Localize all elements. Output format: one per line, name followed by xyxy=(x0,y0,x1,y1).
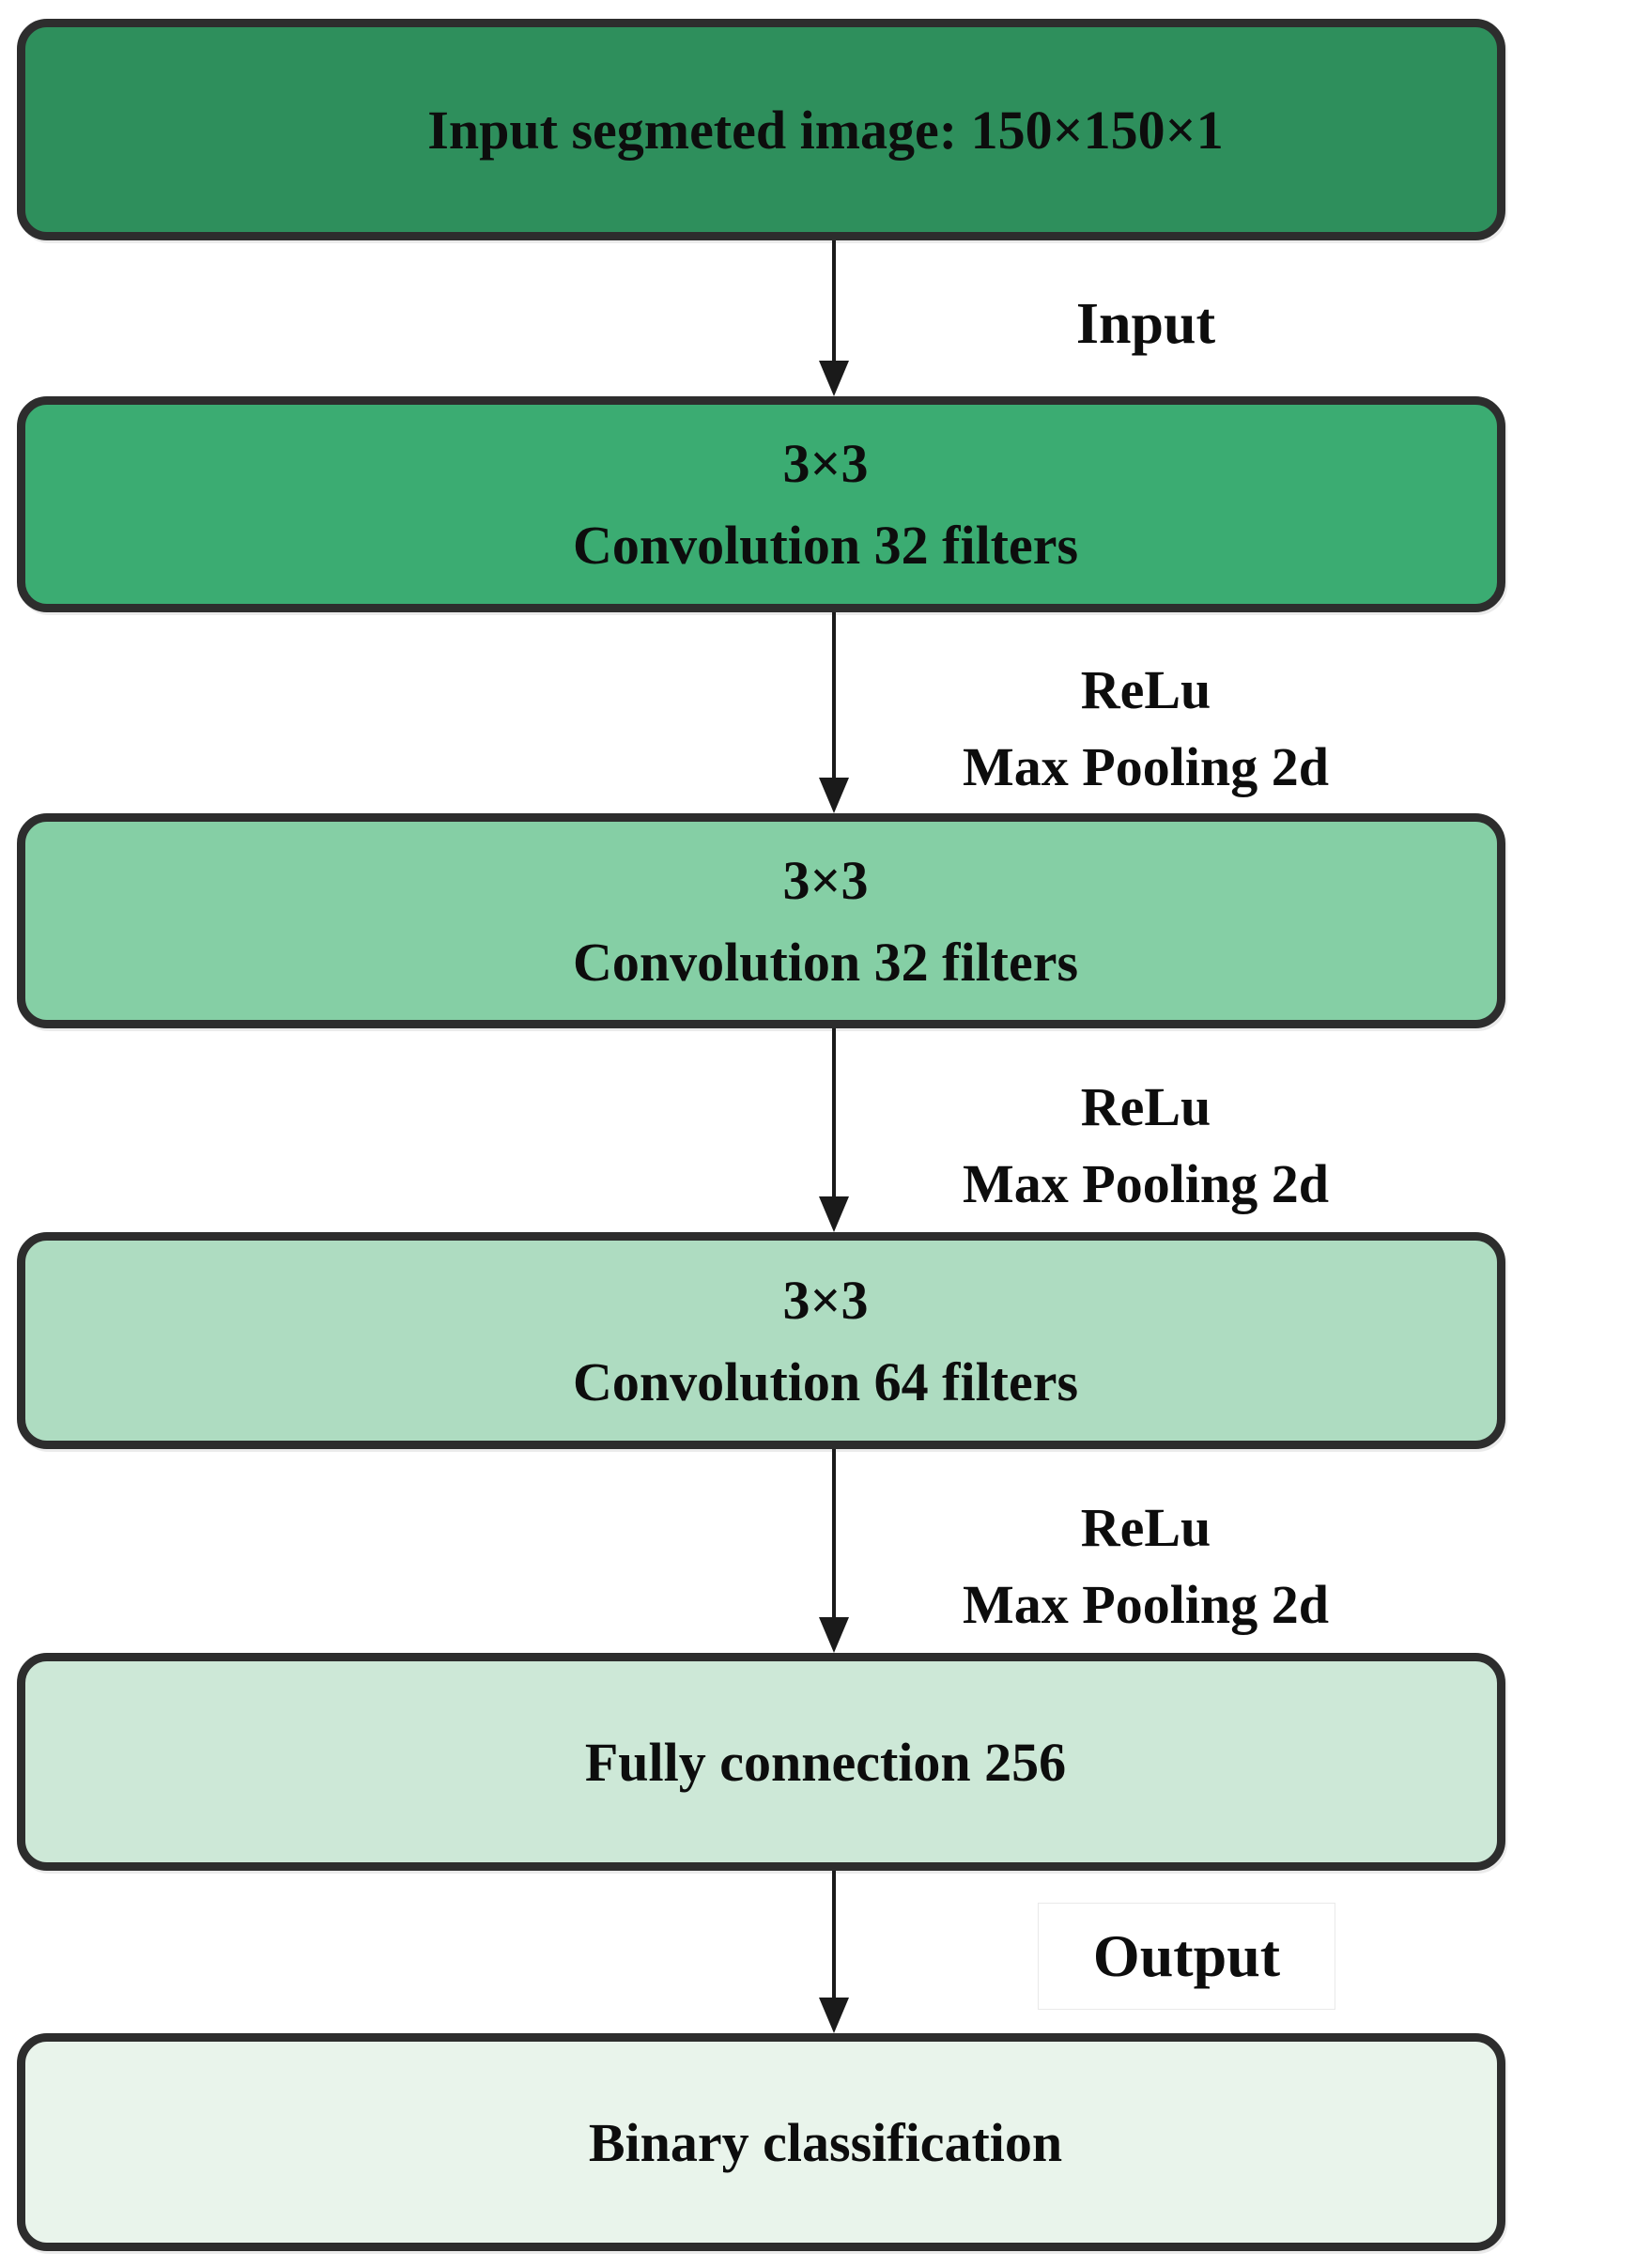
flow-box-conv-32-b: 3×3 Convolution 32 filters xyxy=(17,813,1505,1028)
arrow-label-line: Max Pooling 2d xyxy=(963,1153,1329,1214)
arrow-label-relu-maxpool: ReLu Max Pooling 2d xyxy=(836,1069,1456,1223)
box-label: 3×3 xyxy=(782,433,869,494)
arrow-label-line: ReLu xyxy=(1080,1497,1211,1558)
arrow-label-line: ReLu xyxy=(1080,1076,1211,1137)
down-arrow-icon xyxy=(818,1028,850,1232)
arrow-label-line: Output xyxy=(1092,1922,1281,1989)
down-arrow-icon xyxy=(818,612,850,813)
arrow-shaft xyxy=(832,612,836,781)
box-label: Input segmeted image: 150×150×1 xyxy=(427,99,1224,161)
arrow-label-relu-maxpool: ReLu Max Pooling 2d xyxy=(836,652,1456,806)
arrowhead-icon xyxy=(819,1196,849,1232)
box-label: Convolution 64 filters xyxy=(572,1350,1079,1412)
flow-box-conv-64: 3×3 Convolution 64 filters xyxy=(17,1232,1505,1449)
down-arrow-icon xyxy=(818,1871,850,2033)
box-label: Fully connection 256 xyxy=(584,1731,1067,1793)
arrowhead-icon xyxy=(819,1617,849,1653)
flow-box-binary-classification: Binary classification xyxy=(17,2033,1505,2251)
arrow-label-line: Max Pooling 2d xyxy=(963,736,1329,797)
arrow-shaft xyxy=(832,1449,836,1621)
box-label: 3×3 xyxy=(782,849,869,911)
arrowhead-icon xyxy=(819,361,849,396)
arrowhead-icon xyxy=(819,1998,849,2033)
arrow-label-line: ReLu xyxy=(1080,659,1211,720)
arrow-shaft xyxy=(832,1028,836,1200)
arrow-shaft xyxy=(832,1871,836,2001)
arrow-label-line: Max Pooling 2d xyxy=(963,1574,1329,1635)
arrow-label-output: Output xyxy=(1038,1903,1335,2010)
arrow-label-line: Input xyxy=(1075,292,1216,356)
box-label: Convolution 32 filters xyxy=(572,931,1079,993)
box-label: Binary classification xyxy=(588,2111,1063,2173)
arrow-label-input: Input xyxy=(836,281,1456,367)
flow-box-fully-connect: Fully connection 256 xyxy=(17,1653,1505,1871)
down-arrow-icon xyxy=(818,240,850,396)
arrow-shaft xyxy=(832,240,836,364)
down-arrow-icon xyxy=(818,1449,850,1653)
flow-box-conv-32-a: 3×3 Convolution 32 filters xyxy=(17,396,1505,612)
arrowhead-icon xyxy=(819,778,849,813)
box-label: 3×3 xyxy=(782,1269,869,1331)
box-label: Convolution 32 filters xyxy=(572,515,1079,576)
arrow-label-relu-maxpool: ReLu Max Pooling 2d xyxy=(836,1489,1456,1643)
flow-box-input-image: Input segmeted image: 150×150×1 xyxy=(17,19,1505,240)
